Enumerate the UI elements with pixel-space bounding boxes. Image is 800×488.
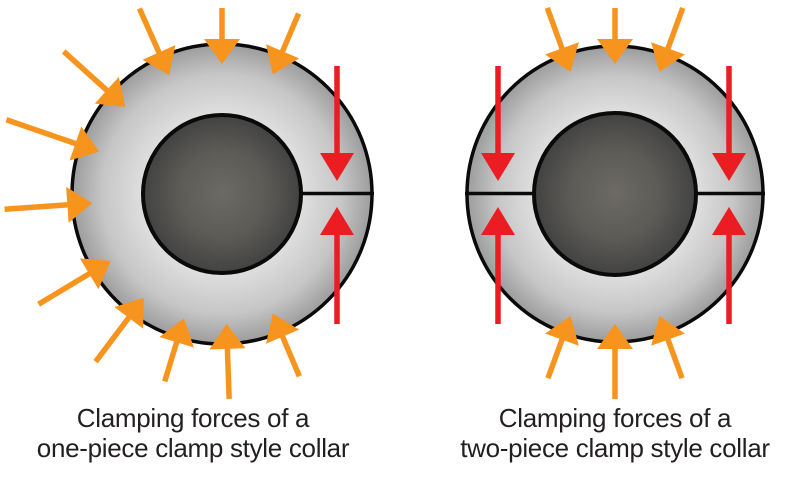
clamping-force-arrow xyxy=(204,8,240,64)
split-force-arrow-down xyxy=(320,66,354,181)
caption-line-1: Clamping forces of a xyxy=(76,403,310,433)
arrow-shaft xyxy=(37,269,94,307)
arrow-head xyxy=(597,324,633,349)
clamping-force-arrow xyxy=(61,49,126,108)
arrow-head xyxy=(545,316,579,346)
arrow-shaft xyxy=(664,7,686,53)
split-force-arrow-down xyxy=(712,66,746,181)
arrow-shaft xyxy=(162,338,181,383)
arrow-head xyxy=(597,39,633,64)
arrow-shaft xyxy=(278,12,302,56)
caption-line-2: two-piece clamp style collar xyxy=(460,433,770,463)
split-force-arrow-up xyxy=(481,207,515,324)
collar-one-piece xyxy=(4,7,374,399)
arrow-head xyxy=(712,207,746,235)
arrow-shaft xyxy=(664,335,685,380)
split-force-arrow-up xyxy=(712,207,746,324)
caption-line-1: Clamping forces of a xyxy=(498,403,732,433)
arrow-head xyxy=(481,207,515,235)
split-force-arrow-down xyxy=(481,66,515,181)
arrow-head xyxy=(66,186,93,223)
arrow-head xyxy=(142,45,176,76)
arrow-head xyxy=(481,153,515,181)
one-piece-collar-caption: Clamping forces of a one-piece clamp sty… xyxy=(0,403,393,463)
clamping-force-arrow xyxy=(545,316,579,380)
clamping-force-arrow xyxy=(597,8,633,64)
collar-two-piece xyxy=(465,7,765,399)
arrow-head xyxy=(204,39,240,64)
arrow-shaft xyxy=(61,49,111,95)
arrow-shaft xyxy=(278,332,302,378)
arrow-head xyxy=(320,207,354,235)
arrow-shaft xyxy=(224,345,232,399)
clamping-force-arrow xyxy=(136,7,176,76)
clamping-force-arrow xyxy=(209,323,246,399)
arrow-head xyxy=(69,126,100,161)
arrow-head xyxy=(651,42,685,72)
clamping-force-arrow xyxy=(597,324,633,399)
clamping-force-arrow xyxy=(4,186,93,223)
clamping-force-arrow xyxy=(265,12,302,75)
two-piece-collar-caption: Clamping forces of a two-piece clamp sty… xyxy=(415,403,800,463)
arrow-head xyxy=(79,258,111,290)
clamping-force-arrow xyxy=(93,297,144,364)
arrow-shaft xyxy=(5,117,80,148)
caption-line-2: one-piece clamp style collar xyxy=(36,433,350,463)
shaft xyxy=(532,111,698,277)
clamping-force-arrow xyxy=(159,318,194,383)
clamping-force-arrow xyxy=(544,7,579,72)
clamping-force-arrow xyxy=(5,117,100,161)
arrow-head xyxy=(114,297,144,329)
arrow-shaft xyxy=(93,313,133,364)
arrow-shaft xyxy=(544,7,566,53)
arrow-head xyxy=(209,323,246,350)
arrow-head xyxy=(265,44,300,75)
clamping-force-arrow xyxy=(651,316,685,380)
clamping-force-arrow xyxy=(265,313,302,378)
arrow-head xyxy=(159,318,194,348)
shaft xyxy=(141,113,303,275)
arrow-head xyxy=(320,153,354,181)
arrow-head xyxy=(712,153,746,181)
split-force-arrow-up xyxy=(320,207,354,324)
arrow-head xyxy=(651,316,685,346)
clamping-force-arrow xyxy=(37,258,111,307)
arrow-shaft xyxy=(545,335,566,380)
arrow-head xyxy=(265,313,300,344)
clamping-force-arrow xyxy=(651,7,686,72)
arrow-shaft xyxy=(136,7,163,57)
arrow-shaft xyxy=(4,201,71,212)
arrow-head xyxy=(94,76,126,108)
arrow-head xyxy=(545,42,579,72)
